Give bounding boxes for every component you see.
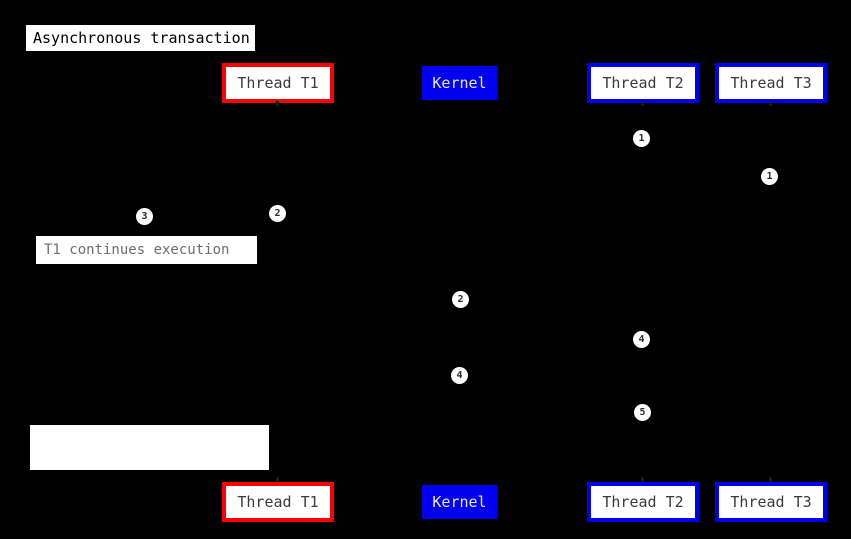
participant-t1b[interactable]: Thread T1 [222, 482, 334, 522]
participant-t1[interactable]: Thread T1 [222, 63, 334, 103]
participant-t2[interactable]: Thread T2 [587, 63, 699, 103]
badge-kernel-2: 2 [452, 291, 469, 308]
stub-t3-bottom [769, 477, 772, 482]
diagram-title: Asynchronous transaction [26, 25, 255, 51]
participant-t3[interactable]: Thread T3 [715, 63, 827, 103]
badge-t2-1: 1 [633, 130, 650, 147]
note-continue: T1 continues execution [36, 236, 257, 264]
badge-t2-4: 4 [633, 331, 650, 348]
badge-t3-1: 1 [761, 168, 778, 185]
badge-t1-3: 3 [136, 208, 153, 225]
stub-t1-top [276, 101, 279, 106]
stub-t3-top [769, 101, 772, 106]
stub-t2-top [641, 101, 644, 106]
stub-t1-bottom [276, 477, 279, 482]
participant-kernel[interactable]: Kernel [422, 66, 497, 100]
participant-kernelb[interactable]: Kernel [422, 485, 497, 519]
badge-t2-5: 5 [634, 404, 651, 421]
participant-t3b[interactable]: Thread T3 [715, 482, 827, 522]
note-blank [30, 425, 269, 470]
badge-t1-2: 2 [269, 205, 286, 222]
participant-t2b[interactable]: Thread T2 [587, 482, 699, 522]
badge-kernel-4: 4 [451, 367, 468, 384]
stub-t2-bottom [641, 477, 644, 482]
